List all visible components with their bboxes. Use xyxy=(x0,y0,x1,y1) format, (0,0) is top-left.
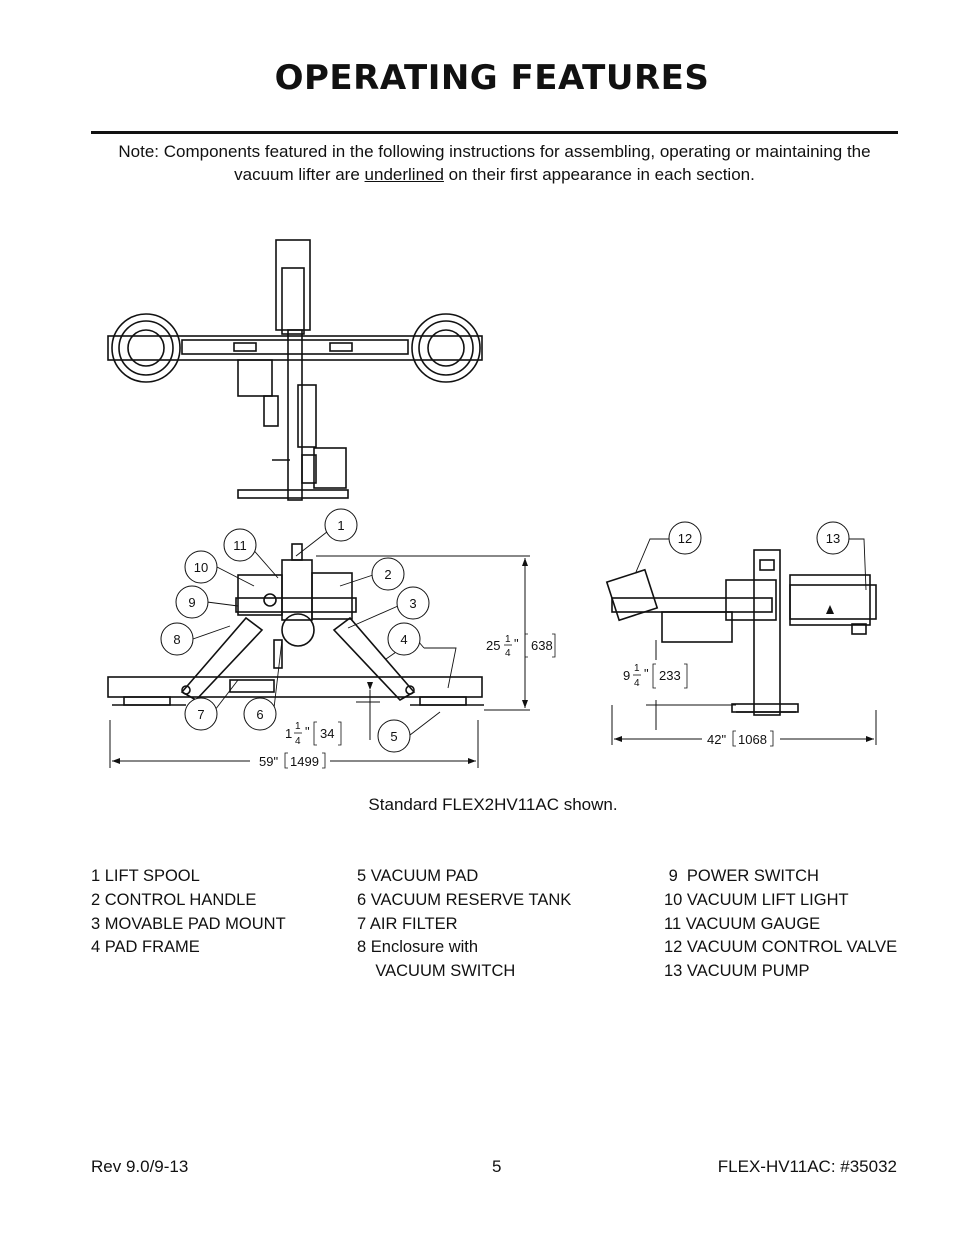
legend-column-1: 1 LIFT SPOOL 2 CONTROL HANDLE 3 MOVABLE … xyxy=(91,865,286,960)
page-title: OPERATING FEATURES xyxy=(274,58,710,98)
legend-item: 13 VACUUM PUMP xyxy=(664,962,810,981)
callout-12: 12 xyxy=(678,531,692,546)
svg-text:233: 233 xyxy=(659,668,681,683)
svg-text:34: 34 xyxy=(320,726,334,741)
legend-item: 3 MOVABLE PAD MOUNT xyxy=(91,914,286,933)
svg-text:1: 1 xyxy=(285,726,292,741)
svg-text:42": 42" xyxy=(707,732,726,747)
svg-text:1: 1 xyxy=(295,721,301,732)
svg-text:1: 1 xyxy=(505,634,511,645)
callout-11: 11 xyxy=(233,538,247,553)
dim-pad-label: 1 1 4 " 34 xyxy=(285,721,342,747)
dim-width-label: 59" 1499 xyxy=(259,752,326,769)
note-text-after: on their first appearance in each sectio… xyxy=(443,165,755,184)
legend-item: 2 CONTROL HANDLE xyxy=(91,890,257,909)
svg-text:4: 4 xyxy=(505,648,511,659)
front-view xyxy=(107,543,484,706)
svg-text:1068: 1068 xyxy=(738,732,767,747)
legend-item: 7 AIR FILTER xyxy=(357,914,458,933)
callout-8: 8 xyxy=(173,632,180,647)
legend-item: 12 VACUUM CONTROL VALVE xyxy=(664,938,898,957)
legend-item: 4 PAD FRAME xyxy=(91,938,200,957)
dim-side-width-label: 42" 1068 xyxy=(707,730,774,747)
svg-text:": " xyxy=(644,666,649,681)
callout-7: 7 xyxy=(197,707,204,722)
footer-doc-id: FLEX-HV11AC: #35032 xyxy=(717,1157,897,1176)
lifter-drawing: 1 2 3 4 5 6 7 8 9 10 11 12 13 25 1 4 " 6… xyxy=(107,239,877,769)
legend-column-3: 9 POWER SWITCH 10 VACUUM LIFT LIGHT 11 V… xyxy=(664,865,897,984)
note-paragraph: Note: Components featured in the followi… xyxy=(91,140,898,186)
side-view xyxy=(605,549,877,716)
callout-9: 9 xyxy=(188,595,195,610)
callout-4: 4 xyxy=(400,632,407,647)
top-view xyxy=(107,239,483,501)
svg-text:9: 9 xyxy=(623,668,630,683)
svg-text:1499: 1499 xyxy=(290,754,319,769)
svg-text:4: 4 xyxy=(634,678,640,689)
legend-item: 9 POWER SWITCH xyxy=(664,867,819,885)
svg-text:1: 1 xyxy=(634,663,640,674)
legend-column-2: 5 VACUUM PAD 6 VACUUM RESERVE TANK 7 AIR… xyxy=(357,865,571,984)
legend-item: 5 VACUUM PAD xyxy=(357,867,479,885)
svg-text:59": 59" xyxy=(259,754,278,769)
legend-item: 10 VACUUM LIFT LIGHT xyxy=(664,890,849,909)
note-underlined-word: underlined xyxy=(364,165,444,184)
svg-text:638: 638 xyxy=(531,638,553,653)
legend-item: 11 VACUUM GAUGE xyxy=(664,914,821,933)
dim-height-label: 25 1 4 " 638 xyxy=(486,633,556,659)
callout-13: 13 xyxy=(826,531,840,546)
figure-caption: Standard FLEX2HV11AC shown. xyxy=(368,795,618,814)
legend-item: 8 Enclosure with xyxy=(357,938,479,957)
callout-1: 1 xyxy=(337,518,344,533)
footer-revision: Rev 9.0/9-13 xyxy=(91,1157,189,1176)
callout-10: 10 xyxy=(194,560,208,575)
legend-item: 1 LIFT SPOOL xyxy=(91,867,200,885)
footer-page-number: 5 xyxy=(492,1157,502,1176)
legend-item: 6 VACUUM RESERVE TANK xyxy=(357,890,572,909)
legend-item: VACUUM SWITCH xyxy=(357,962,516,981)
svg-text:": " xyxy=(305,724,310,739)
svg-text:4: 4 xyxy=(295,736,301,747)
callout-6: 6 xyxy=(256,707,263,722)
callout-5: 5 xyxy=(390,729,397,744)
title-rule xyxy=(91,131,898,134)
note-text-before: Note: Components featured in the followi… xyxy=(118,142,871,184)
callout-3: 3 xyxy=(409,596,416,611)
svg-text:25: 25 xyxy=(486,638,500,653)
dim-side-height-label: 9 1 4 " 233 xyxy=(623,663,688,689)
svg-text:": " xyxy=(514,636,519,651)
callout-2: 2 xyxy=(384,567,391,582)
